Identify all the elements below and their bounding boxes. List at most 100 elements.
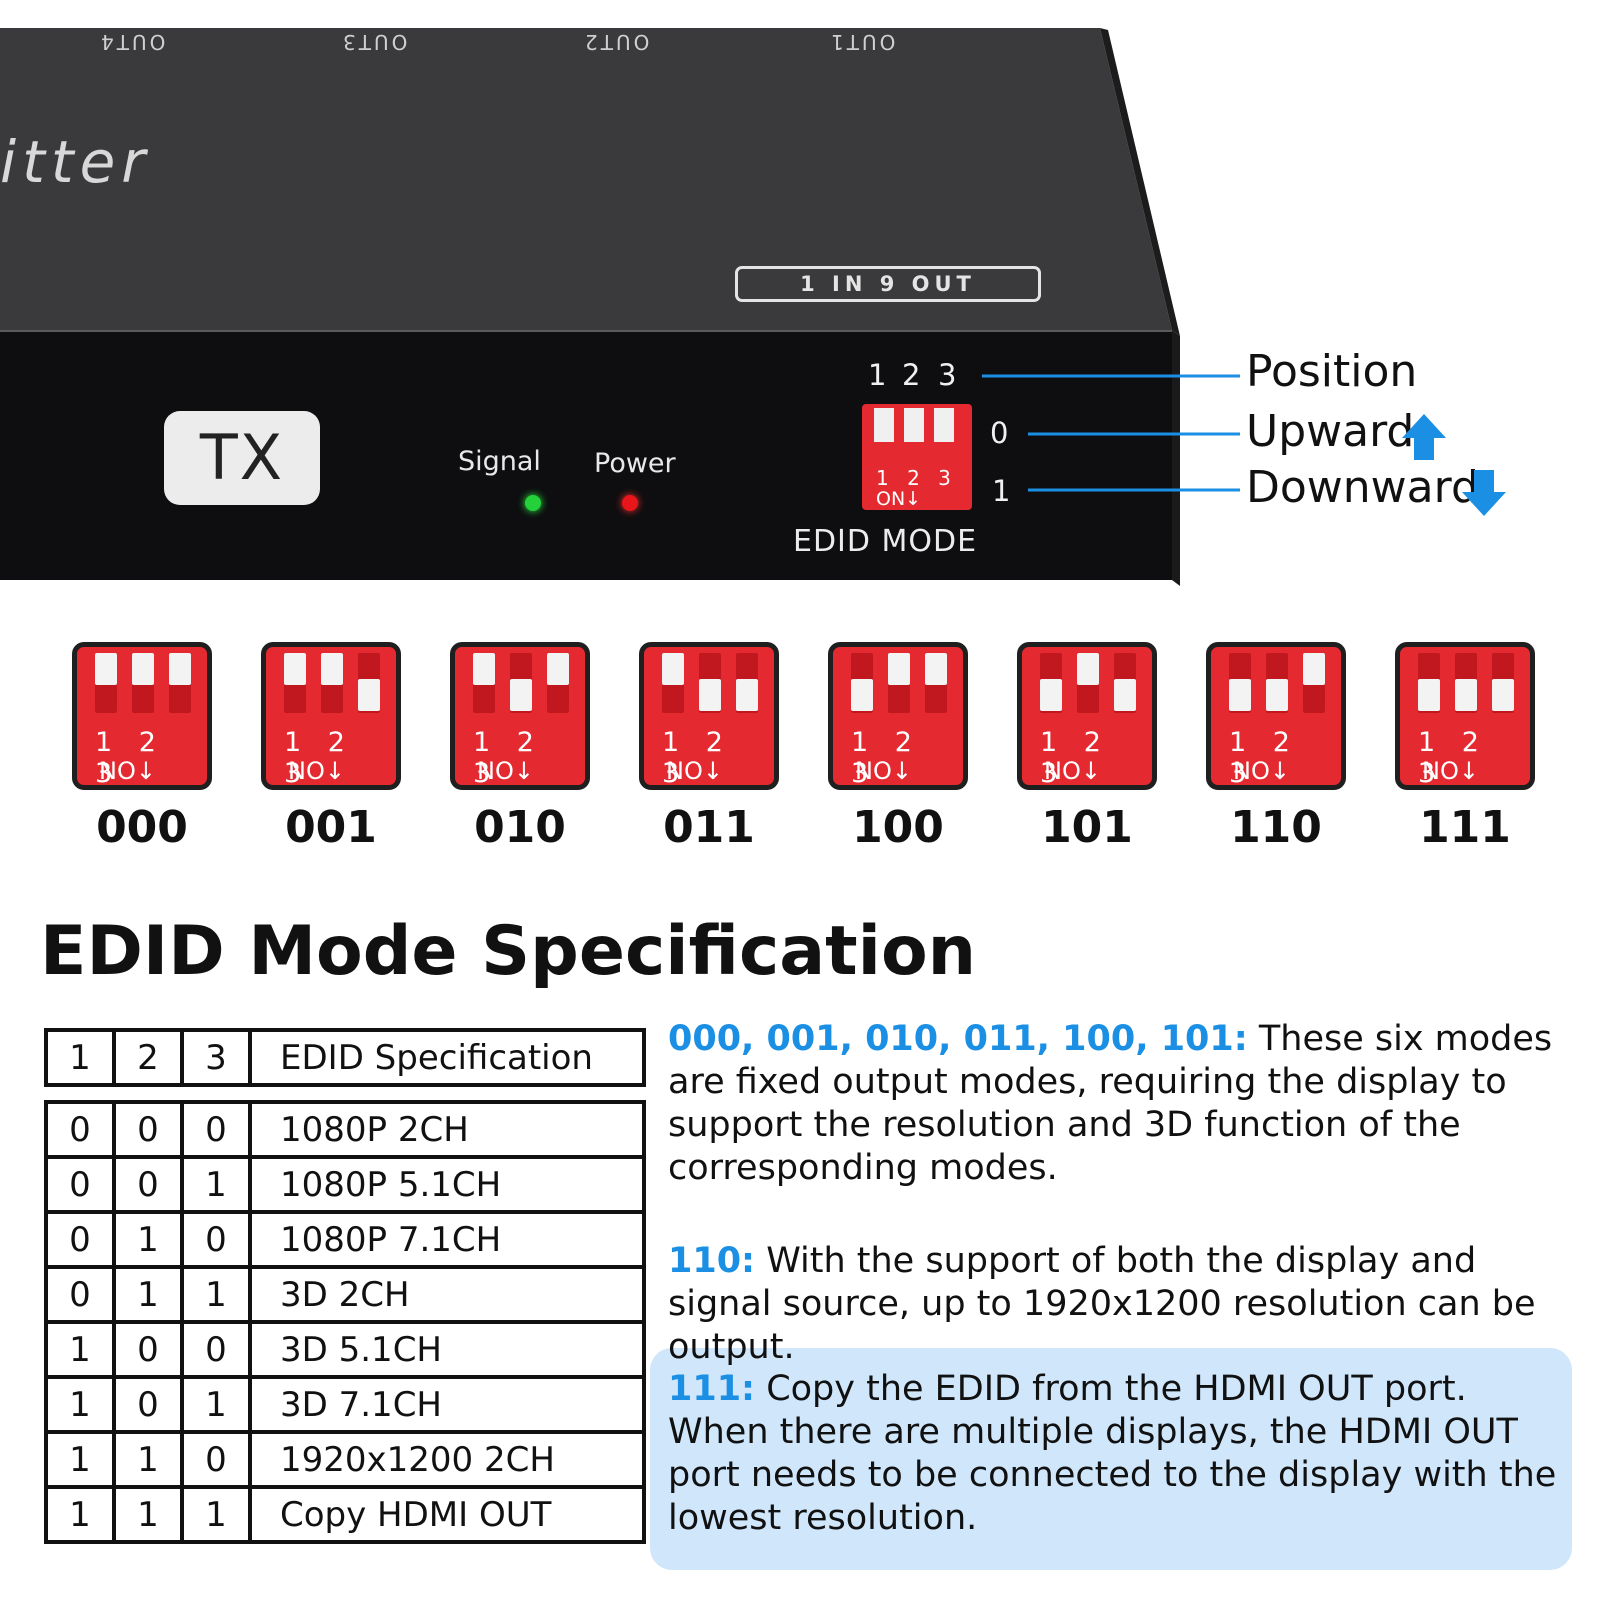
bit-cell: 0	[44, 1155, 116, 1214]
bit-cell: 0	[180, 1210, 252, 1269]
legend-downward: Downward	[1246, 462, 1479, 513]
switch-slot	[1229, 653, 1251, 713]
port-label-out2: OUT2	[582, 30, 650, 54]
spec-header-1: 1	[44, 1028, 116, 1087]
spec-cell: 1920x1200 2CH	[248, 1430, 646, 1489]
tx-label: TX	[164, 411, 320, 505]
switch-on-label: NO↓	[666, 757, 723, 785]
description-text: Copy the EDID from the HDMI OUT port. Wh…	[668, 1369, 1557, 1538]
bit-cell: 0	[44, 1265, 116, 1324]
bit-cell: 1	[112, 1265, 184, 1324]
legend-upward: Upward	[1246, 406, 1415, 457]
description-key: 110:	[668, 1241, 756, 1281]
bit-cell: 0	[180, 1430, 252, 1489]
position-number-3: 3	[938, 358, 957, 392]
bit-cell: 0	[112, 1375, 184, 1434]
switch-on-label: NO↓	[855, 757, 912, 785]
switch-knob-down	[1266, 679, 1288, 711]
state-down-value: 1	[992, 474, 1011, 508]
description-text: With the support of both the display and…	[668, 1241, 1536, 1367]
spec-cell: Copy HDMI OUT	[248, 1485, 646, 1544]
bit-cell: 0	[180, 1100, 252, 1159]
port-label-out4: OUT4	[98, 30, 166, 54]
switch-slot	[1040, 653, 1062, 713]
switch-knob-down	[1492, 679, 1514, 711]
switch-knob-up	[547, 653, 569, 685]
spec-cell: 3D 5.1CH	[248, 1320, 646, 1379]
switch-slot	[1077, 653, 1099, 713]
spec-title: EDID Mode Specification	[40, 912, 977, 991]
dip-code-label: 010	[474, 802, 566, 853]
state-up-value: 0	[990, 416, 1009, 450]
switch-slot	[736, 653, 758, 713]
switch-knob-down	[510, 679, 532, 711]
description-key: 111:	[668, 1369, 756, 1409]
switch-slot	[1114, 653, 1136, 713]
spec-header-table: 1 2 3 EDID Specification	[44, 1028, 646, 1087]
switch-slot	[358, 653, 380, 713]
description-fixed-modes: 000, 001, 010, 011, 100, 101: These six …	[668, 1018, 1558, 1190]
bit-cell: 0	[112, 1100, 184, 1159]
switch-slot	[662, 653, 684, 713]
switch-numbers: 1 2 3	[284, 727, 354, 789]
switch-slot	[169, 653, 191, 713]
spec-cell: 1080P 2CH	[248, 1100, 646, 1159]
edid-mode-label: EDID MODE	[793, 524, 978, 559]
switch-on-label: NO↓	[288, 757, 345, 785]
switch-knob-up	[1077, 653, 1099, 685]
switch-knob-down	[358, 679, 380, 711]
switch-knob-up	[662, 653, 684, 685]
bit-cell: 1	[44, 1430, 116, 1489]
dip-code-label: 000	[96, 802, 188, 853]
arrow-down-icon	[1462, 470, 1506, 516]
spec-header-edid: EDID Specification	[248, 1028, 646, 1087]
dip-code-label: 100	[852, 802, 944, 853]
bit-cell: 1	[44, 1320, 116, 1379]
spec-cell: 3D 2CH	[248, 1265, 646, 1324]
bit-cell: 1	[180, 1485, 252, 1544]
switch-knob-up	[473, 653, 495, 685]
switch-numbers: 1 2 3	[1418, 727, 1488, 789]
port-label-out1: OUT1	[828, 30, 896, 54]
switch-on-label: NO↓	[1044, 757, 1101, 785]
dip-code-label: 011	[663, 802, 755, 853]
switch-on-label: NO↓	[99, 757, 156, 785]
switch-knob-down	[1040, 679, 1062, 711]
signal-label: Signal	[458, 446, 541, 477]
switch-slot	[1418, 653, 1440, 713]
spec-cell: 1080P 7.1CH	[248, 1210, 646, 1269]
description-key: 000, 001, 010, 011, 100, 101:	[668, 1019, 1248, 1059]
spec-cell: 3D 7.1CH	[248, 1375, 646, 1434]
bit-cell: 1	[44, 1375, 116, 1434]
description-text: These six modes are fixed output modes, …	[668, 1019, 1553, 1188]
bit-cell: 0	[112, 1320, 184, 1379]
port-label-out3: OUT3	[340, 30, 408, 54]
switch-numbers: 1 2 3	[473, 727, 543, 789]
switch-knob-down	[1114, 679, 1136, 711]
bit-cell: 0	[112, 1155, 184, 1214]
device-body	[0, 28, 1240, 586]
switch-knob-up	[925, 653, 947, 685]
switch-numbers: 1 2 3	[1229, 727, 1299, 789]
spec-header-3: 3	[180, 1028, 252, 1087]
switch-numbers: 1 2 3	[1040, 727, 1110, 789]
bit-cell: 1	[180, 1155, 252, 1214]
brand-text: itter	[0, 128, 152, 196]
switch-knob-down	[699, 679, 721, 711]
switch-knob-up	[169, 653, 191, 685]
bit-cell: 1	[180, 1375, 252, 1434]
switch-knob-up	[95, 653, 117, 685]
switch-slot	[925, 653, 947, 713]
switch-knob-down	[736, 679, 758, 711]
bit-cell: 1	[180, 1265, 252, 1324]
